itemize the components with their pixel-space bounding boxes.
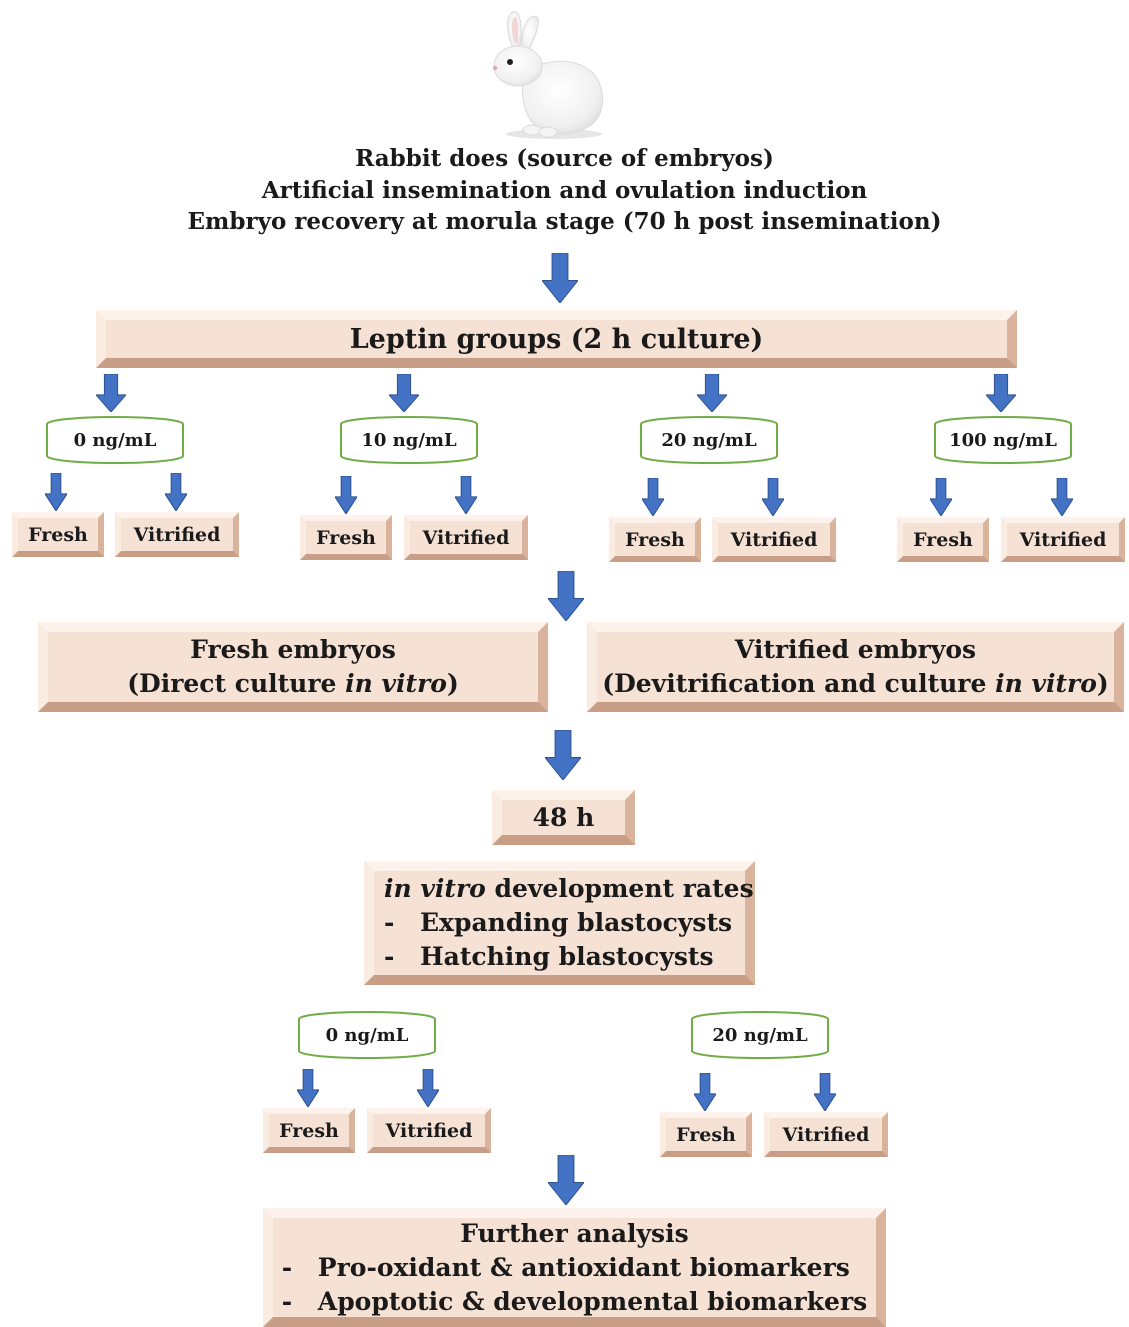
down-arrow-icon (389, 374, 419, 412)
down-arrow-icon (548, 571, 584, 621)
down-arrow-icon (548, 1155, 584, 1205)
fresh-box-100: Fresh (897, 517, 989, 562)
fresh-label: Fresh (279, 1119, 339, 1142)
fresh-embryos-box: Fresh embryos (Direct culture in vitro) (38, 622, 548, 712)
fresh-embryos-subtitle: (Direct culture in vitro) (127, 669, 459, 698)
fresh-box-analysis-0: Fresh (263, 1108, 355, 1153)
dish-0: 0 ng/mL (46, 416, 184, 464)
header-text: Rabbit does (source of embryos) Artifici… (0, 143, 1129, 238)
leptin-groups-box: Leptin groups (2 h culture) (96, 310, 1017, 368)
dish-analysis-20: 20 ng/mL (691, 1011, 829, 1059)
down-arrow-icon (45, 473, 67, 511)
down-arrow-icon (930, 478, 952, 516)
down-arrow-icon (297, 1069, 319, 1107)
vitrified-label: Vitrified (782, 1123, 870, 1146)
leptin-groups-title: Leptin groups (2 h culture) (349, 323, 764, 355)
dish-label: 0 ng/mL (325, 1025, 409, 1046)
fresh-box-analysis-20: Fresh (660, 1112, 752, 1157)
development-item-2: -Hatching blastocysts (384, 942, 714, 971)
vitrified-label: Vitrified (133, 523, 221, 546)
vitrified-label: Vitrified (422, 526, 510, 549)
development-rates-title: in vitro development rates (384, 874, 754, 903)
down-arrow-icon (455, 476, 477, 514)
vitrified-label: Vitrified (730, 528, 818, 551)
fresh-label: Fresh (676, 1123, 736, 1146)
dish-label: 0 ng/mL (73, 430, 157, 451)
dish-label: 20 ng/mL (712, 1025, 808, 1046)
vitrified-embryos-box: Vitrified embryos (Devitrification and c… (587, 622, 1124, 712)
fresh-box-10: Fresh (300, 515, 392, 560)
vitrified-embryos-title: Vitrified embryos (734, 635, 977, 664)
dish-label: 10 ng/mL (361, 430, 457, 451)
further-item-2: -Apoptotic & developmental biomarkers (281, 1286, 868, 1316)
fresh-label: Fresh (316, 526, 376, 549)
development-rates-box: in vitro development rates -Expanding bl… (364, 861, 755, 985)
down-arrow-icon (814, 1073, 836, 1111)
culture-time-box: 48 h (492, 790, 635, 845)
culture-time-label: 48 h (532, 803, 595, 832)
dish-100: 100 ng/mL (934, 416, 1072, 464)
down-arrow-icon (417, 1069, 439, 1107)
further-item-1: -Pro-oxidant & antioxidant biomarkers (281, 1252, 850, 1282)
vitrified-label: Vitrified (385, 1119, 473, 1142)
down-arrow-icon (697, 374, 727, 412)
down-arrow-icon (542, 253, 578, 303)
down-arrow-icon (986, 374, 1016, 412)
vitrified-embryos-subtitle: (Devitrification and culture in vitro) (602, 669, 1109, 698)
down-arrow-icon (96, 374, 126, 412)
vitrified-box-0: Vitrified (115, 512, 239, 557)
header-line-3: Embryo recovery at morula stage (70 h po… (187, 208, 942, 235)
dish-10: 10 ng/mL (340, 416, 478, 464)
fresh-embryos-title: Fresh embryos (190, 635, 396, 664)
header-line-1: Rabbit does (source of embryos) (355, 145, 774, 172)
down-arrow-icon (694, 1073, 716, 1111)
header-line-2: Artificial insemination and ovulation in… (261, 176, 868, 204)
dish-label: 20 ng/mL (661, 430, 757, 451)
fresh-box-20: Fresh (609, 517, 701, 562)
dish-analysis-0: 0 ng/mL (298, 1011, 436, 1059)
further-analysis-title: Further analysis (460, 1218, 689, 1248)
vitrified-label: Vitrified (1019, 528, 1107, 551)
down-arrow-icon (335, 476, 357, 514)
vitrified-box-100: Vitrified (1001, 517, 1125, 562)
down-arrow-icon (545, 730, 581, 780)
development-item-1: -Expanding blastocysts (384, 908, 733, 937)
dish-label: 100 ng/mL (949, 430, 1057, 451)
fresh-label: Fresh (913, 528, 973, 551)
down-arrow-icon (1051, 478, 1073, 516)
rabbit-illustration (492, 11, 604, 139)
vitrified-box-10: Vitrified (404, 515, 528, 560)
down-arrow-icon (165, 473, 187, 511)
down-arrow-icon (762, 478, 784, 516)
fresh-label: Fresh (625, 528, 685, 551)
fresh-box-0: Fresh (12, 512, 104, 557)
dish-20: 20 ng/mL (640, 416, 778, 464)
fresh-label: Fresh (28, 523, 88, 546)
down-arrow-icon (642, 478, 664, 516)
vitrified-box-analysis-0: Vitrified (367, 1108, 491, 1153)
further-analysis-box: Further analysis -Pro-oxidant & antioxid… (263, 1208, 886, 1327)
vitrified-box-20: Vitrified (712, 517, 836, 562)
vitrified-box-analysis-20: Vitrified (764, 1112, 888, 1157)
